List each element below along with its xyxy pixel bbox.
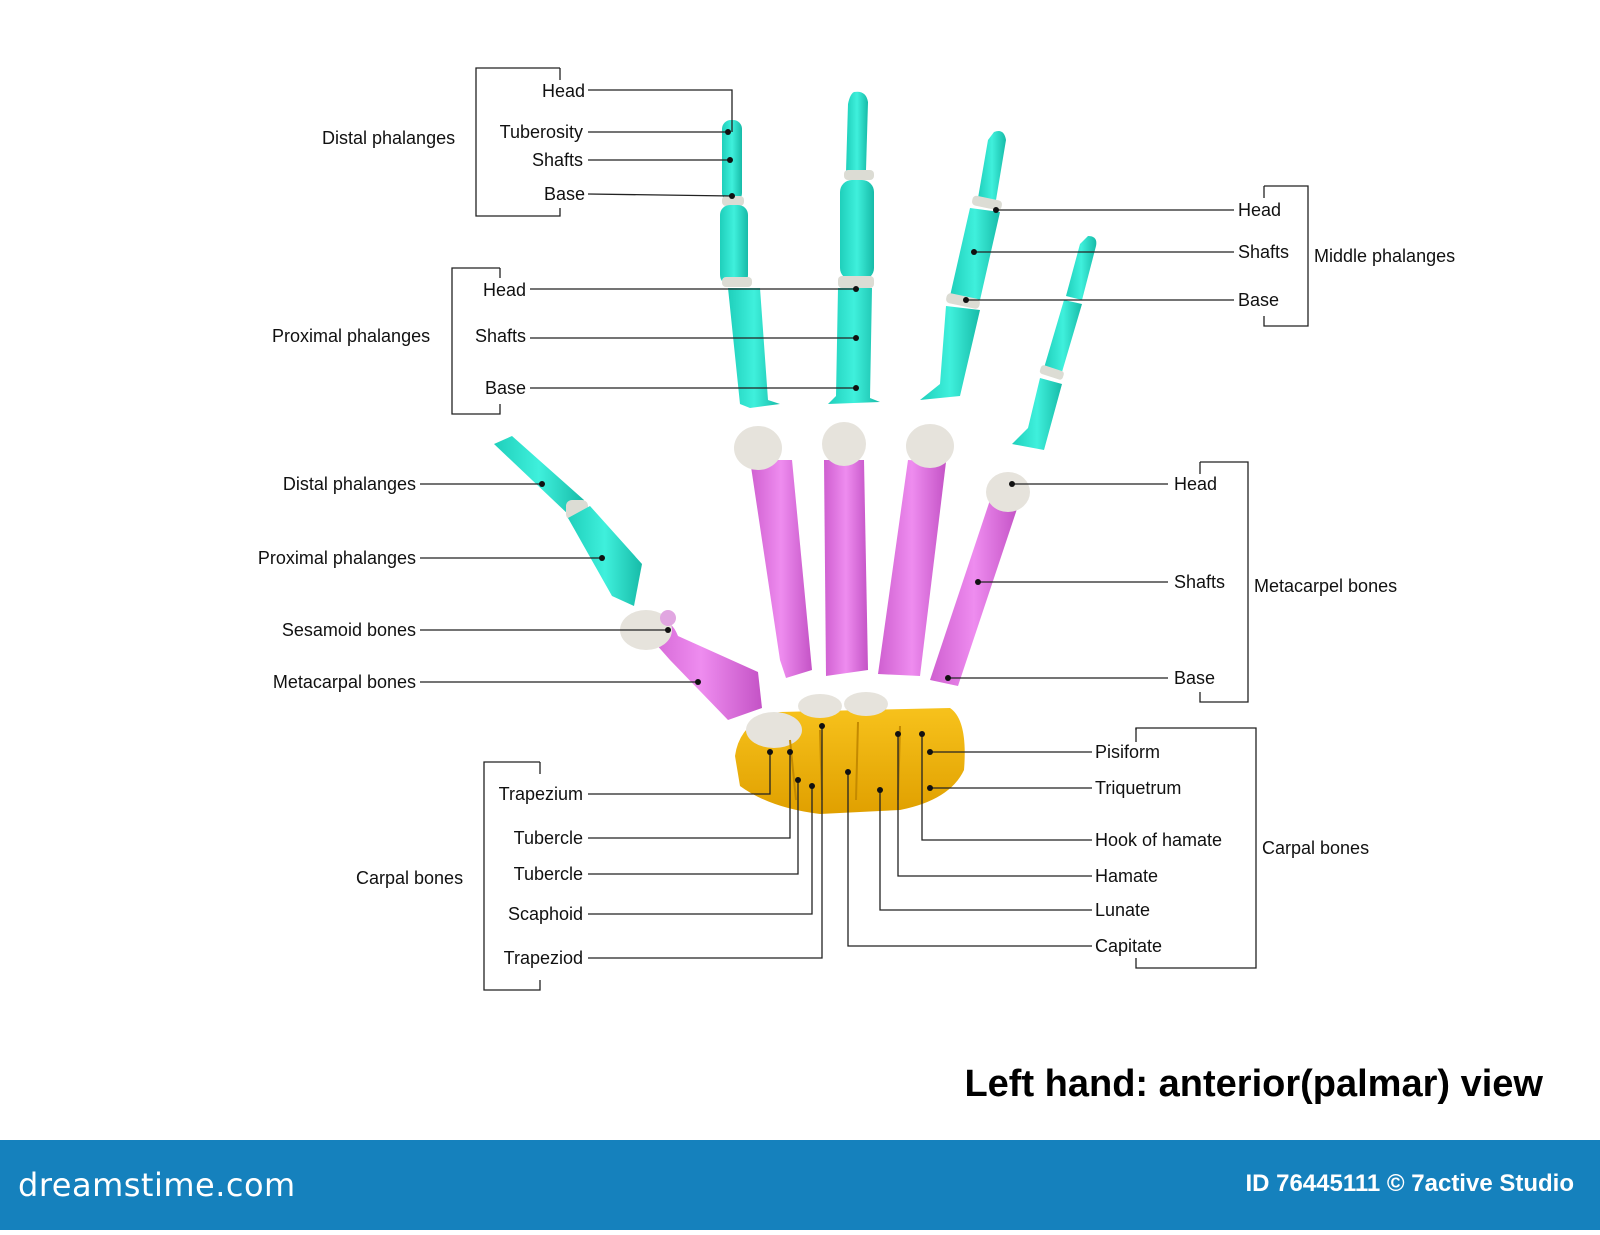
label-metacarpal-group: Metacarpel bones — [1254, 576, 1397, 596]
metacarpal-ring-head — [906, 424, 954, 468]
label-proximal-shafts: Shafts — [475, 326, 526, 346]
label-scaphoid: Scaphoid — [508, 904, 583, 924]
label-middle-base: Base — [1238, 290, 1279, 310]
metacarpal-little — [930, 500, 1018, 686]
index-joint-1 — [722, 196, 744, 206]
index-proximal-phalanx — [728, 288, 780, 408]
diagram-title: Left hand: anterior(palmar) view — [964, 1063, 1543, 1105]
label-proximal-base: Base — [485, 378, 526, 398]
label-metacarpal-head: Head — [1174, 474, 1217, 494]
label-distal-head: Head — [542, 81, 585, 101]
thumb-proximal-phalanx — [568, 506, 642, 606]
ring-finger-bones — [920, 131, 1006, 400]
label-tubercle-1: Tubercle — [514, 828, 583, 848]
metacarpal-bones — [734, 422, 1030, 686]
little-joint — [1039, 365, 1064, 380]
little-distal-phalanx — [1066, 236, 1097, 300]
copyright-text: © 7active Studio — [1386, 1170, 1574, 1197]
label-hook-of-hamate: Hook of hamate — [1095, 830, 1222, 850]
ring-proximal-phalanx — [920, 306, 980, 400]
label-thumb-distal: Distal phalanges — [283, 474, 416, 494]
label-trapezium: Trapezium — [499, 784, 583, 804]
metacarpal-index-head — [734, 426, 782, 470]
metacarpal-middle — [824, 460, 868, 676]
label-middle-head: Head — [1238, 200, 1281, 220]
label-metacarpal-base: Base — [1174, 668, 1215, 688]
label-proximal-head: Head — [483, 280, 526, 300]
label-pisiform: Pisiform — [1095, 742, 1160, 762]
label-trapeziod: Trapeziod — [504, 948, 583, 968]
label-metacarpal-shafts: Shafts — [1174, 572, 1225, 592]
middle-joint-2 — [838, 276, 874, 288]
label-lunate: Lunate — [1095, 900, 1150, 920]
label-middle-shafts: Shafts — [1238, 242, 1289, 262]
label-middle-phalanges-group: Middle phalanges — [1314, 246, 1455, 266]
leader-lines — [420, 67, 1309, 991]
label-thumb-proximal: Proximal phalanges — [258, 548, 416, 568]
label-proximal-phalanges-group: Proximal phalanges — [272, 326, 430, 346]
index-joint-2 — [722, 277, 752, 287]
metacarpal-middle-head — [822, 422, 866, 466]
middle-joint-1 — [844, 170, 874, 180]
label-carpal-left-group: Carpal bones — [356, 868, 463, 888]
label-thumb-metacarpal: Metacarpal bones — [273, 672, 416, 692]
label-carpal-right-group: Carpal bones — [1262, 838, 1369, 858]
ring-joint-1 — [972, 195, 1002, 211]
label-sesamoid: Sesamoid bones — [282, 620, 416, 640]
index-finger-bones — [720, 120, 780, 408]
thumb-bones — [494, 436, 762, 720]
label-tubercle-2: Tubercle — [514, 864, 583, 884]
carpal-bones — [735, 692, 965, 814]
little-proximal-phalanx — [1012, 378, 1062, 450]
brand-logo[interactable]: dreamstime.com — [18, 1166, 296, 1204]
metacarpal-ring — [878, 460, 946, 676]
metacarpal-index — [750, 460, 812, 678]
carpal-seams — [789, 721, 901, 801]
index-middle-phalanx — [720, 205, 748, 285]
middle-distal-phalanx — [846, 91, 868, 172]
thumb-metacarpal — [640, 619, 762, 720]
metacarpal-little-head — [986, 472, 1030, 512]
label-distal-phalanges-group: Distal phalanges — [322, 128, 455, 148]
carpal-capitate-surface — [844, 692, 888, 716]
thumb-distal-phalanx — [494, 436, 584, 516]
image-credit: ID 76445111 © 7active Studio — [1245, 1170, 1574, 1198]
middle-proximal-phalanx — [828, 288, 880, 404]
label-hamate: Hamate — [1095, 866, 1158, 886]
label-distal-base: Base — [544, 184, 585, 204]
label-distal-shafts: Shafts — [532, 150, 583, 170]
labels: Distal phalanges Head Tuberosity Shafts … — [258, 81, 1544, 1105]
ring-joint-2 — [946, 293, 980, 309]
label-capitate: Capitate — [1095, 936, 1162, 956]
sesamoid-bone — [660, 610, 676, 626]
label-triquetrum: Triquetrum — [1095, 778, 1181, 798]
footer-bar: dreamstime.com ID 76445111 © 7active Stu… — [0, 1140, 1600, 1230]
middle-middle-phalanx — [840, 180, 874, 280]
little-middle-phalanx — [1044, 300, 1082, 372]
image-id: ID 76445111 — [1245, 1170, 1381, 1197]
little-finger-bones — [1012, 236, 1097, 450]
ring-distal-phalanx — [978, 131, 1006, 200]
carpal-trapezium-surface — [746, 712, 802, 748]
middle-finger-bones — [828, 91, 880, 404]
carpal-trapezoid-surface — [798, 694, 842, 718]
label-distal-tuberosity: Tuberosity — [500, 122, 583, 142]
